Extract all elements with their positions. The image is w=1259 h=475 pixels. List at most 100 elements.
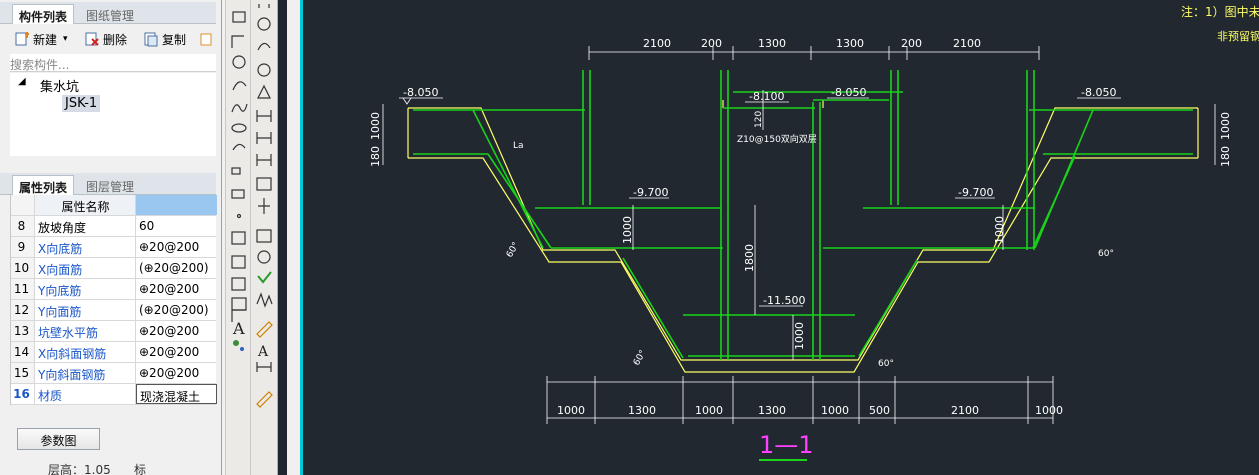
circle-tool-icon[interactable] xyxy=(232,55,246,69)
dimension-continue-icon[interactable] xyxy=(256,177,272,191)
check-tool-icon[interactable] xyxy=(257,271,272,284)
tab-layer-manager[interactable]: 图层管理 xyxy=(86,180,135,194)
spline-tool-icon[interactable] xyxy=(231,103,248,113)
text-style-icon[interactable]: A xyxy=(257,344,269,360)
point-tool-icon[interactable] xyxy=(236,213,242,219)
property-name: X向底筋 xyxy=(35,237,136,257)
rotate-tool-icon[interactable] xyxy=(257,17,271,31)
dimension-radius-icon[interactable] xyxy=(257,250,271,264)
property-value[interactable]: ⊕20@200 xyxy=(139,282,200,296)
wipeout-tool-icon[interactable] xyxy=(231,277,246,291)
component-tabbar: 构件列表 图纸管理 xyxy=(0,2,216,24)
property-table-header: 属性名称 xyxy=(11,195,217,216)
property-value[interactable]: 现浇混凝土 xyxy=(136,384,217,404)
pencil-tool-icon[interactable] xyxy=(256,391,273,408)
tree-expand-icon[interactable]: ◢ xyxy=(18,76,26,87)
dimension-baseline-icon[interactable] xyxy=(256,154,272,166)
dimension-linear-icon[interactable] xyxy=(256,110,272,122)
vertical-dimensions: 1000 180 1000 180 1000 1000 1800 1000 12… xyxy=(369,111,1232,350)
copy-button[interactable]: 复制 xyxy=(143,29,186,49)
property-value[interactable]: 60 xyxy=(139,219,155,233)
property-value[interactable]: (⊕20@200) xyxy=(139,261,209,275)
dim-vertical-mid-right: 1000 xyxy=(993,216,1006,244)
canvas-frame xyxy=(278,0,287,475)
section-drawing: 注：1）图中未注明 非预留钢筋 xyxy=(369,4,1259,461)
ellipse-tool-icon[interactable] xyxy=(231,123,247,133)
modify-toolbar: A xyxy=(251,0,278,475)
elevation-markers: -8.050 -8.100 -8.050 -8.050 -9.700 -9.70… xyxy=(403,86,1116,307)
parameter-diagram-button[interactable]: 参数图 xyxy=(17,428,100,450)
property-name: X向斜面钢筋 xyxy=(35,342,136,362)
break-tool-icon[interactable] xyxy=(256,292,273,308)
array-tool-icon[interactable] xyxy=(257,84,271,99)
property-name: X向面筋 xyxy=(35,258,136,278)
more-button[interactable] xyxy=(198,29,217,49)
component-tree: ◢ 集水坑 JSK-1 xyxy=(10,73,216,156)
copy-label: 复制 xyxy=(162,32,187,47)
rectangle-tool-icon[interactable] xyxy=(232,11,246,23)
copy-icon xyxy=(144,32,158,47)
delete-button[interactable]: 删除 xyxy=(84,29,127,49)
dimension-edit-icon[interactable] xyxy=(256,362,272,372)
mirror-tool-icon[interactable] xyxy=(257,42,271,51)
arc-tool-icon[interactable] xyxy=(232,81,247,91)
move-tool-icon[interactable] xyxy=(258,4,270,8)
rebar-note: Z10@150双向双层 xyxy=(737,133,817,145)
dim-top-5: 2100 xyxy=(953,37,981,50)
property-name: 坑壁水平筋 xyxy=(35,321,136,341)
block-tool-icon[interactable] xyxy=(231,167,241,175)
property-value[interactable]: ⊕20@200 xyxy=(139,324,200,338)
dim-vertical-bottom: 1000 xyxy=(793,322,806,350)
tree-root-sump[interactable]: 集水坑 xyxy=(40,80,80,95)
dimension-style-icon[interactable] xyxy=(256,229,272,243)
table-grid-icon[interactable] xyxy=(231,309,246,322)
tab-drawing-manager[interactable]: 图纸管理 xyxy=(86,9,135,23)
new-button[interactable]: 新建 ▾ xyxy=(14,29,68,49)
property-value[interactable]: ⊕20@200 xyxy=(139,345,200,359)
search-input[interactable]: 搜索构件... xyxy=(10,54,216,72)
property-value[interactable]: (⊕20@200) xyxy=(139,303,209,317)
table-tool-icon[interactable] xyxy=(231,297,247,311)
attribute-tool-icon[interactable] xyxy=(233,340,239,346)
new-label: 新建 xyxy=(33,32,58,47)
dim-top-1: 200 xyxy=(701,37,722,50)
hatch-tool-icon[interactable] xyxy=(231,231,246,245)
left-panel: 构件列表 图纸管理 新建 ▾ 删除 复制 搜索构件... ◢ xyxy=(0,0,222,475)
chevron-down-icon[interactable]: ▾ xyxy=(63,34,68,44)
dimension-aligned-icon[interactable] xyxy=(256,132,272,144)
dim-bottom-5: 500 xyxy=(869,404,890,417)
curve-tool-icon[interactable] xyxy=(232,143,246,151)
insert-tool-icon[interactable] xyxy=(231,189,245,199)
status-bar: 层高：1.05 标高：-9.05~-8 xyxy=(0,460,222,475)
tab-property-list[interactable]: 属性列表 xyxy=(12,175,75,195)
property-value[interactable]: ⊕20@200 xyxy=(139,366,200,380)
region-tool-icon[interactable] xyxy=(231,255,246,269)
offset-tool-icon[interactable] xyxy=(257,63,271,77)
tab-component-list[interactable]: 构件列表 xyxy=(12,4,75,24)
property-name: Y向斜面钢筋 xyxy=(35,363,136,383)
polyline-tool-icon[interactable] xyxy=(231,35,244,48)
elevation-inner-right: -8.050 xyxy=(831,86,866,99)
text-tool-icon[interactable]: A xyxy=(232,319,245,338)
property-value[interactable]: ⊕20@200 xyxy=(139,240,200,254)
rebar-layout xyxy=(413,70,1193,360)
tree-item-jsk-1[interactable]: JSK-1 xyxy=(62,95,101,112)
concrete-outline xyxy=(407,100,1199,373)
cad-canvas[interactable]: 注：1）图中未注明 非预留钢筋 xyxy=(303,0,1259,475)
edit-text-icon[interactable] xyxy=(256,321,273,338)
property-row-number: 10 xyxy=(11,258,35,278)
la-label: La xyxy=(513,141,524,151)
dim-bottom-4: 1000 xyxy=(821,404,849,417)
dimension-ordinate-icon[interactable] xyxy=(258,198,270,214)
property-row-number: 14 xyxy=(11,342,35,362)
